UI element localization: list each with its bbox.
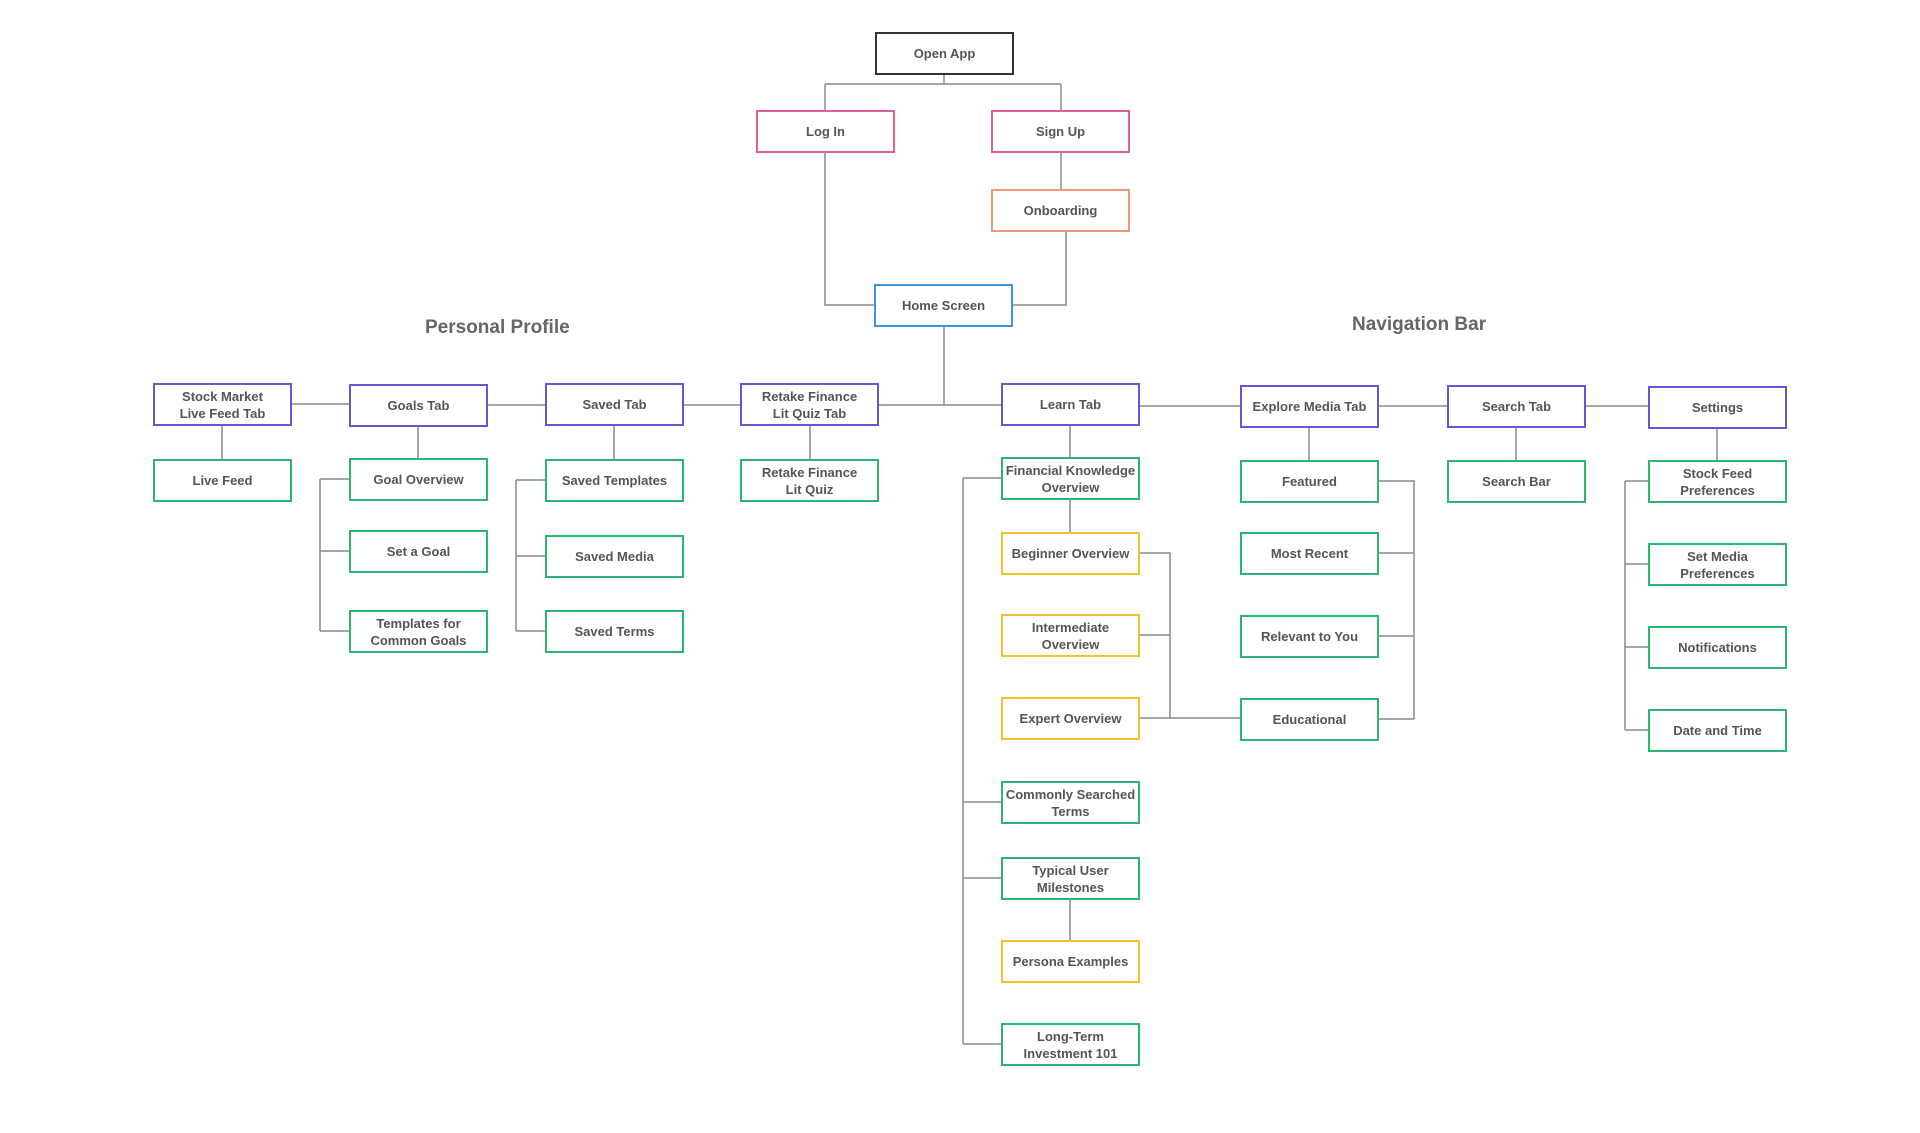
node-retake-quiz: Retake Finance Lit Quiz [740,459,879,502]
node-beginner-overview: Beginner Overview [1001,532,1140,575]
node-persona-examples: Persona Examples [1001,940,1140,983]
node-live-feed: Live Feed [153,459,292,502]
node-relevant-to-you: Relevant to You [1240,615,1379,658]
node-intermediate-overview: Intermediate Overview [1001,614,1140,657]
node-sign-up: Sign Up [991,110,1130,153]
node-stock-feed-preferences: Stock Feed Preferences [1648,460,1787,503]
node-search-bar: Search Bar [1447,460,1586,503]
node-expert-overview: Expert Overview [1001,697,1140,740]
node-financial-knowledge-overview: Financial Knowledge Overview [1001,457,1140,500]
node-saved-templates: Saved Templates [545,459,684,502]
node-typical-user-milestones: Typical User Milestones [1001,857,1140,900]
node-set-media-preferences: Set Media Preferences [1648,543,1787,586]
node-goal-overview: Goal Overview [349,458,488,501]
node-stock-market-tab: Stock Market Live Feed Tab [153,383,292,426]
connector-line [1140,552,1171,718]
node-open-app: Open App [875,32,1014,75]
connector-line [1013,232,1067,306]
node-saved-terms: Saved Terms [545,610,684,653]
node-learn-tab: Learn Tab [1001,383,1140,426]
node-commonly-searched-terms: Commonly Searched Terms [1001,781,1140,824]
node-retake-quiz-tab: Retake Finance Lit Quiz Tab [740,383,879,426]
node-templates-common-goals: Templates for Common Goals [349,610,488,653]
node-goals-tab: Goals Tab [349,384,488,427]
node-most-recent: Most Recent [1240,532,1379,575]
node-featured: Featured [1240,460,1379,503]
node-saved-tab: Saved Tab [545,383,684,426]
node-onboarding: Onboarding [991,189,1130,232]
node-search-tab: Search Tab [1447,385,1586,428]
node-date-and-time: Date and Time [1648,709,1787,752]
node-explore-media-tab: Explore Media Tab [1240,385,1379,428]
node-set-a-goal: Set a Goal [349,530,488,573]
node-educational: Educational [1240,698,1379,741]
node-long-term-investment: Long-Term Investment 101 [1001,1023,1140,1066]
node-notifications: Notifications [1648,626,1787,669]
node-settings: Settings [1648,386,1787,429]
node-home-screen: Home Screen [874,284,1013,327]
node-saved-media: Saved Media [545,535,684,578]
connector-line [824,153,874,306]
section-title-personal-profile: Personal Profile [425,317,570,338]
section-title-navigation-bar: Navigation Bar [1352,314,1487,335]
connector-line [1379,480,1415,719]
node-log-in: Log In [756,110,895,153]
